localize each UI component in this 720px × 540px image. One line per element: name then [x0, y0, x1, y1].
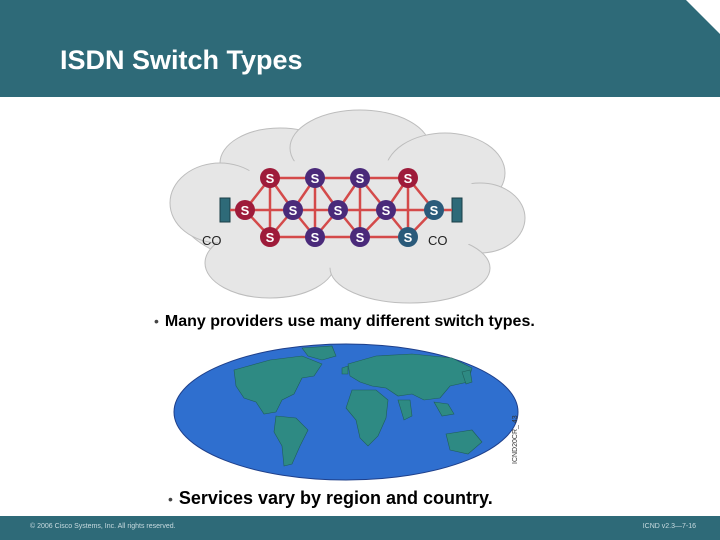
slide-footer: © 2006 Cisco Systems, Inc. All rights re… [0, 516, 720, 540]
figure-reference: ICND20CR_ 43 [512, 415, 519, 464]
switch-label: S [430, 203, 439, 218]
greenland [301, 345, 337, 361]
switch-node: S [350, 168, 370, 188]
britain [341, 365, 349, 375]
footer-slide-code: ICND v2.3—7-16 [642, 523, 696, 530]
switch-node: S [260, 168, 280, 188]
bullet-text: Many providers use many different switch… [164, 313, 535, 330]
switch-label: S [356, 230, 365, 245]
switch-label: S [404, 171, 413, 186]
world-map [173, 343, 519, 481]
switch-label: S [404, 230, 413, 245]
header-corner [686, 0, 720, 34]
co-left-label: CO [202, 233, 222, 248]
switch-label: S [289, 203, 298, 218]
bullet-dot: • [168, 491, 173, 507]
switch-label: S [334, 203, 343, 218]
africa [345, 389, 389, 447]
bullet-providers: • Many providers use many different switc… [154, 313, 535, 331]
switch-node: S [235, 200, 255, 220]
switch-node: S [350, 227, 370, 247]
japan [461, 369, 473, 385]
isdn-network-diagram: CO CO S S S S S S S S S S S S S [169, 109, 526, 304]
australia [445, 429, 483, 455]
switch-label: S [311, 230, 320, 245]
switch-node: S [398, 227, 418, 247]
switch-node: S [376, 200, 396, 220]
switch-label: S [266, 171, 275, 186]
north-america [233, 355, 323, 415]
eurasia [347, 353, 473, 401]
switch-node: S [260, 227, 280, 247]
bullet-text: Services vary by region and country. [178, 488, 493, 508]
co-right-box [451, 197, 463, 223]
bullet-services: • Services vary by region and country. [168, 488, 493, 509]
bullet-dot: • [154, 313, 159, 329]
switch-node: S [305, 227, 325, 247]
switch-label: S [382, 203, 391, 218]
india [397, 399, 413, 421]
switch-node: S [398, 168, 418, 188]
map-ocean [173, 343, 519, 481]
switch-node: S [328, 200, 348, 220]
south-america [273, 415, 309, 467]
switch-label: S [266, 230, 275, 245]
slide-title: ISDN Switch Types [60, 45, 303, 75]
switch-node: S [305, 168, 325, 188]
switch-node: S [424, 200, 444, 220]
switch-label: S [311, 171, 320, 186]
co-right-label: CO [428, 233, 448, 248]
footer-copyright: © 2006 Cisco Systems, Inc. All rights re… [30, 523, 176, 530]
co-left-box [219, 197, 231, 223]
slide-header: ISDN Switch Types [0, 0, 720, 97]
map-land [233, 345, 483, 467]
switch-label: S [356, 171, 365, 186]
switch-node: S [283, 200, 303, 220]
switch-label: S [241, 203, 250, 218]
southeast-asia [433, 401, 455, 417]
